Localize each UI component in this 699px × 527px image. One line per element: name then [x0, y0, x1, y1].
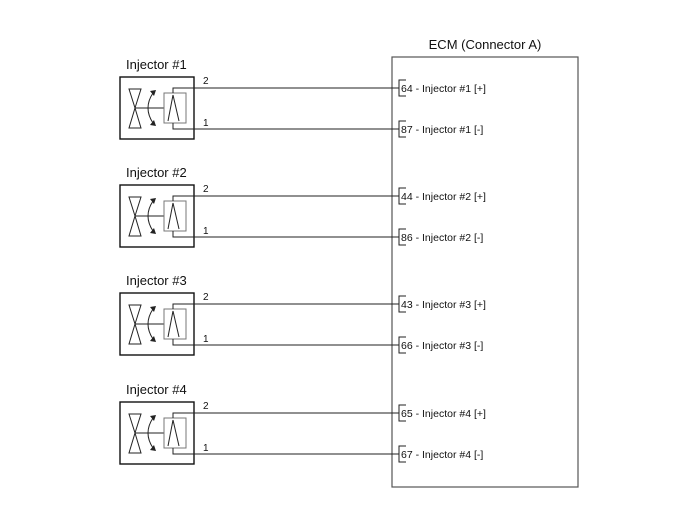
injector-2: Injector #2 2 1 44 - Injector #2 [+] 86 - In…: [119, 165, 486, 248]
wire-number-plus: 2: [203, 184, 209, 195]
injector-4: Injector #4 2 1 65 - Injector #4 [+] 67 - In…: [119, 382, 486, 465]
injector-label: Injector #1: [126, 57, 187, 72]
pin-label-minus: 67 - Injector #4 [-]: [401, 449, 483, 461]
pin-bracket-plus: [398, 295, 406, 313]
valve-icon: [128, 413, 164, 454]
valve-icon: [128, 196, 164, 237]
pin-bracket-minus: [398, 445, 406, 463]
ecm-title: ECM (Connector A): [429, 37, 542, 52]
injector-label: Injector #4: [126, 382, 187, 397]
wire-plus: [172, 87, 399, 93]
movement-arrow-icon: [147, 415, 156, 451]
movement-arrow-icon: [147, 198, 156, 234]
injector-label: Injector #3: [126, 273, 187, 288]
pin-label-plus: 44 - Injector #2 [+]: [401, 191, 486, 203]
wire-plus: [172, 303, 399, 309]
wire-minus: [172, 339, 399, 346]
pin-bracket-plus: [398, 404, 406, 422]
wire-plus: [172, 412, 399, 418]
solenoid-coil-icon: [163, 308, 187, 340]
pin-bracket-minus: [398, 120, 406, 138]
pin-label-minus: 86 - Injector #2 [-]: [401, 232, 483, 244]
solenoid-coil-icon: [163, 200, 187, 232]
injector-1: Injector #1 2 1 64 - Injector #1 [+] 87 - In…: [119, 57, 486, 140]
pin-bracket-minus: [398, 336, 406, 354]
pin-label-minus: 66 - Injector #3 [-]: [401, 340, 483, 352]
wire-number-minus: 1: [203, 226, 209, 237]
solenoid-coil-icon: [163, 92, 187, 124]
wire-number-minus: 1: [203, 443, 209, 454]
valve-icon: [128, 88, 164, 129]
wire-number-minus: 1: [203, 334, 209, 345]
injector-label: Injector #2: [126, 165, 187, 180]
wire-number-minus: 1: [203, 118, 209, 129]
pin-bracket-minus: [398, 228, 406, 246]
pin-label-plus: 65 - Injector #4 [+]: [401, 408, 486, 420]
ecm-box: [391, 56, 579, 488]
pin-bracket-plus: [398, 79, 406, 97]
wire-number-plus: 2: [203, 401, 209, 412]
movement-arrow-icon: [147, 90, 156, 126]
injector-3: Injector #3 2 1 43 - Injector #3 [+] 66 - In…: [119, 273, 486, 356]
wire-minus: [172, 231, 399, 238]
wire-minus: [172, 123, 399, 130]
wire-number-plus: 2: [203, 292, 209, 303]
wire-minus: [172, 448, 399, 455]
valve-icon: [128, 304, 164, 345]
pin-label-plus: 43 - Injector #3 [+]: [401, 299, 486, 311]
movement-arrow-icon: [147, 306, 156, 342]
wire-number-plus: 2: [203, 76, 209, 87]
pin-label-plus: 64 - Injector #1 [+]: [401, 83, 486, 95]
wire-plus: [172, 195, 399, 201]
pin-bracket-plus: [398, 187, 406, 205]
pin-label-minus: 87 - Injector #1 [-]: [401, 124, 483, 136]
solenoid-coil-icon: [163, 417, 187, 449]
